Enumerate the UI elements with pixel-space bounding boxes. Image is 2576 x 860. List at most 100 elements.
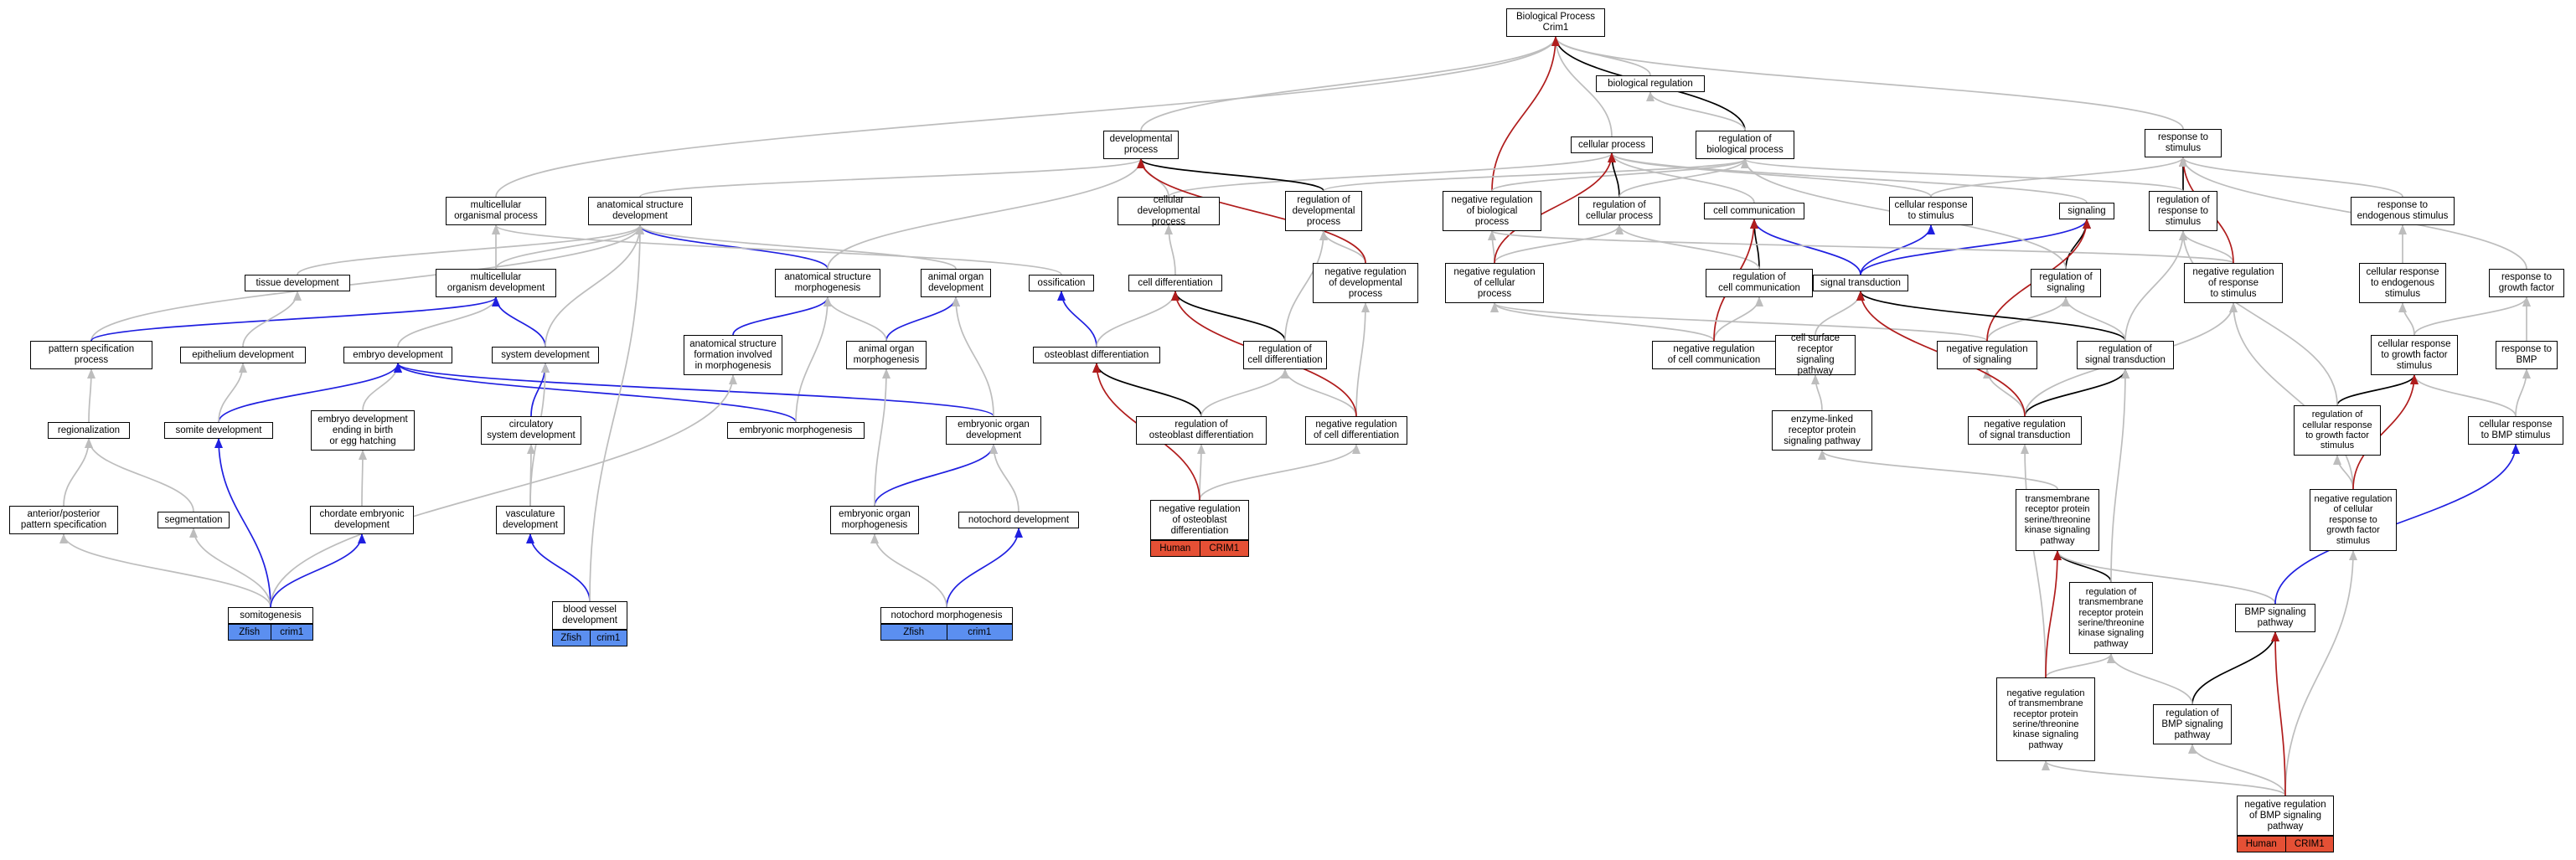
- edge-nrtmrs-to-nrst: [2021, 444, 2047, 678]
- go-term-rgf[interactable]: response to growth factor: [2489, 269, 2564, 297]
- go-term-asm[interactable]: anatomical structure morphogenesis: [775, 269, 880, 297]
- species-label: Human: [1151, 541, 1200, 556]
- go-term-crs[interactable]: cellular response to stimulus: [1889, 197, 1973, 225]
- go-term-rcrgf[interactable]: regulation of cellular response to growt…: [2294, 405, 2381, 456]
- go-term-nrsig[interactable]: negative regulation of signaling: [1937, 341, 2037, 369]
- go-term-td[interactable]: tissue development: [245, 275, 350, 291]
- gene-label: CRIM1: [2294, 839, 2325, 849]
- go-term-res[interactable]: response to endogenous stimulus: [2351, 197, 2455, 225]
- go-term-ced[interactable]: chordate embryonic development: [310, 506, 414, 534]
- go-term-ed[interactable]: epithelium development: [180, 347, 306, 363]
- go-term-rcp[interactable]: regulation of cellular process: [1578, 197, 1660, 225]
- go-term-crbmp[interactable]: cellular response to BMP stimulus: [2468, 416, 2563, 445]
- go-term-rdp[interactable]: regulation of developmental process: [1285, 191, 1362, 231]
- go-term-tmrs[interactable]: transmembrane receptor protein serine/th…: [2016, 489, 2099, 551]
- go-term-rcd[interactable]: regulation of cell differentiation: [1243, 341, 1327, 369]
- go-term-mop[interactable]: multicellular organismal process: [446, 197, 546, 225]
- go-term-rod[interactable]: regulation of osteoblast differentiation: [1136, 416, 1267, 445]
- go-term-rsig[interactable]: regulation of signaling: [2031, 269, 2101, 297]
- go-term-nrcp[interactable]: negative regulation of cellular process: [1445, 263, 1544, 303]
- go-term-bvd[interactable]: blood vessel development: [552, 601, 627, 630]
- go-term-nrdp[interactable]: negative regulation of developmental pro…: [1313, 263, 1418, 303]
- edge-sd-to-ed: [218, 363, 247, 423]
- species-label: Zfish: [553, 631, 591, 646]
- edge-apps-to-reg: [63, 438, 93, 507]
- edge-celldiff-to-cdp: [1164, 224, 1176, 276]
- go-term-nrod[interactable]: negative regulation of osteoblast differ…: [1150, 500, 1249, 540]
- edge-nrcc-to-rccm: [1713, 296, 1763, 342]
- go-term-nrbp[interactable]: negative regulation of biological proces…: [1443, 191, 1541, 231]
- go-term-resp[interactable]: response to stimulus: [2145, 129, 2222, 157]
- go-term-nrst[interactable]: negative regulation of signal transducti…: [1968, 416, 2082, 445]
- go-term-bp[interactable]: Biological Process Crim1: [1506, 8, 1605, 37]
- go-term-embd[interactable]: embryo development: [343, 347, 452, 363]
- go-term-asf[interactable]: anatomical structure formation involved …: [684, 335, 782, 375]
- go-term-edb[interactable]: embryo development ending in birth or eg…: [311, 410, 415, 451]
- go-term-elrsp[interactable]: enzyme-linked receptor protein signaling…: [1772, 410, 1872, 451]
- go-term-nrrs[interactable]: negative regulation of response to stimu…: [2184, 263, 2283, 303]
- go-term-regbp[interactable]: regulation of biological process: [1696, 131, 1794, 159]
- go-term-nm[interactable]: notochord morphogenesis: [880, 607, 1013, 624]
- go-term-somito[interactable]: somitogenesis: [228, 607, 313, 624]
- go-term-psp[interactable]: pattern specification process: [30, 341, 152, 369]
- gene-label: crim1: [968, 627, 992, 637]
- edge-nrdp-to-rdp: [1319, 230, 1366, 264]
- go-term-celldiff[interactable]: cell differentiation: [1128, 275, 1222, 291]
- go-term-vd[interactable]: vasculature development: [496, 506, 565, 534]
- go-term-asd[interactable]: anatomical structure development: [588, 197, 692, 225]
- edge-nrst-to-rst: [2024, 368, 2129, 417]
- go-term-devproc[interactable]: developmental process: [1103, 131, 1179, 159]
- go-term-rbmpsp[interactable]: regulation of BMP signaling pathway: [2153, 704, 2232, 744]
- go-term-nrtmrs[interactable]: negative regulation of transmembrane rec…: [1996, 677, 2095, 761]
- go-term-apps[interactable]: anterior/posterior pattern specification: [9, 506, 118, 534]
- edge-somito-to-sd: [214, 438, 271, 608]
- species-label: Human: [2238, 837, 2286, 852]
- go-term-csd[interactable]: circulatory system development: [481, 416, 581, 445]
- go-term-nrbmp[interactable]: negative regulation of BMP signaling pat…: [2237, 796, 2334, 836]
- go-term-cellproc[interactable]: cellular process: [1571, 136, 1653, 153]
- go-term-bioreg[interactable]: biological regulation: [1596, 75, 1705, 92]
- edge-od-to-celldiff: [1096, 291, 1180, 348]
- go-term-oss[interactable]: ossification: [1029, 275, 1094, 291]
- go-term-sd[interactable]: somite development: [164, 422, 273, 439]
- edge-od-to-oss: [1057, 291, 1097, 348]
- go-term-seg[interactable]: segmentation: [157, 512, 230, 528]
- go-term-od[interactable]: osteoblast differentiation: [1033, 347, 1160, 363]
- edge-nrbmp-to-bmpsp: [2271, 631, 2286, 796]
- go-term-mod[interactable]: multicellular organism development: [436, 269, 556, 297]
- go-term-cdp[interactable]: cellular developmental process: [1118, 195, 1220, 227]
- go-term-st[interactable]: signal transduction: [1813, 275, 1908, 291]
- edge-oss-to-mop: [492, 224, 1062, 276]
- edge-st-to-crs: [1860, 224, 1935, 276]
- go-term-rbmp[interactable]: response to BMP: [2496, 341, 2558, 369]
- go-term-nrcd[interactable]: negative regulation of cell differentiat…: [1305, 416, 1407, 445]
- edge-em-to-asm: [795, 296, 832, 423]
- go-term-reg[interactable]: regionalization: [48, 422, 130, 439]
- go-term-cres[interactable]: cellular response to endogenous stimulus: [2359, 263, 2446, 303]
- go-term-aod[interactable]: animal organ development: [921, 269, 991, 297]
- go-term-csrsp[interactable]: cell surface receptor signaling pathway: [1775, 333, 1856, 376]
- go-term-eod[interactable]: embryonic organ development: [946, 416, 1041, 445]
- go-term-sysd[interactable]: system development: [492, 347, 599, 363]
- edge-nrcd-to-nrdp: [1355, 302, 1370, 417]
- edge-eod-to-aod: [952, 296, 994, 417]
- go-term-rrs[interactable]: regulation of response to stimulus: [2149, 191, 2217, 231]
- go-term-cc[interactable]: cell communication: [1704, 203, 1804, 219]
- go-term-nrcrgf[interactable]: negative regulation of cellular response…: [2310, 489, 2397, 551]
- go-term-nrcc[interactable]: negative regulation of cell communicatio…: [1652, 341, 1776, 369]
- go-term-eom[interactable]: embryonic organ morphogenesis: [830, 506, 919, 534]
- go-term-rtmrs[interactable]: regulation of transmembrane receptor pro…: [2069, 582, 2153, 654]
- edge-ed-to-td: [242, 291, 302, 348]
- go-term-crgf[interactable]: cellular response to growth factor stimu…: [2371, 335, 2458, 375]
- go-term-rccm[interactable]: regulation of cell communication: [1706, 269, 1813, 297]
- edge-td-to-asd: [297, 224, 644, 276]
- go-term-em[interactable]: embryonic morphogenesis: [727, 422, 865, 439]
- go-term-bmpsp[interactable]: BMP signaling pathway: [2235, 604, 2315, 632]
- go-term-nd[interactable]: notochord development: [958, 512, 1079, 528]
- go-term-rst[interactable]: regulation of signal transduction: [2077, 341, 2174, 369]
- go-term-aom[interactable]: animal organ morphogenesis: [846, 341, 927, 369]
- go-term-sig[interactable]: signaling: [2059, 203, 2114, 219]
- edge-asm-to-devproc: [827, 158, 1145, 270]
